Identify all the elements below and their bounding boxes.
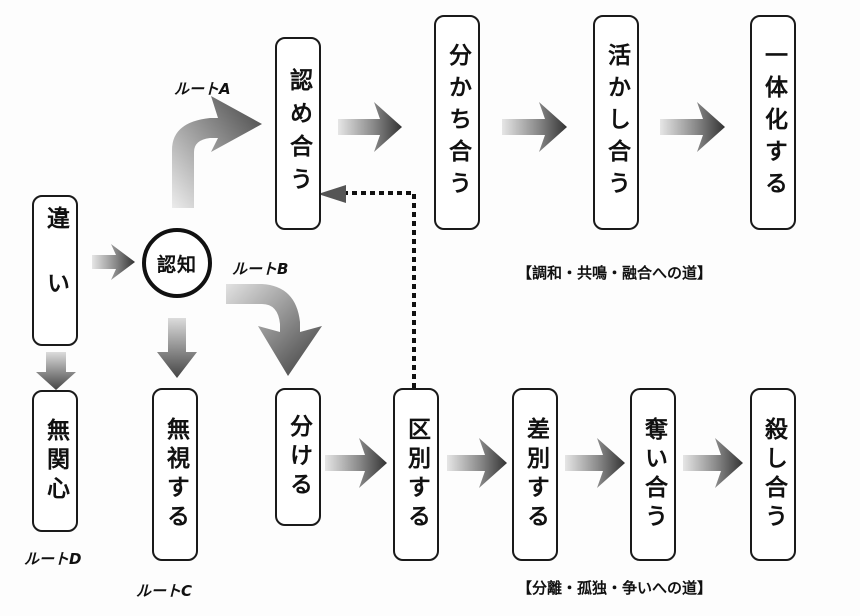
node-sabetsu: 差別する — [512, 388, 558, 561]
node-muzukan-label: 無関心 — [42, 417, 69, 505]
caption-lower-path: 【分離・孤独・争いへの道】 — [517, 579, 713, 597]
route-c-label: ルートC — [136, 582, 193, 600]
node-chigai: 違い — [32, 195, 78, 346]
arrow-wakachiau-to-ikashiau — [502, 102, 567, 152]
node-mitomeau-label: 認め合う — [285, 67, 312, 200]
node-kubetsu-label: 区別する — [403, 416, 430, 533]
node-ubaiau: 奪い合う — [630, 388, 676, 561]
node-muzukan: 無関心 — [32, 390, 78, 532]
node-mushi: 無視する — [152, 388, 198, 561]
arrow-wakeru-to-kubetsu — [325, 438, 387, 488]
arrow-chigai-to-ninchi — [92, 244, 135, 280]
route-a-label: ルートA — [174, 80, 231, 98]
node-ninchi: 認知 — [142, 228, 212, 298]
node-ikashiau: 活かし合う — [593, 15, 639, 230]
node-ikashiau-label: 活かし合う — [603, 42, 630, 203]
arrow-ninchi-to-mushi — [157, 318, 197, 378]
route-d-label: ルートD — [24, 550, 82, 568]
node-mushi-label: 無視する — [162, 416, 189, 533]
arrow-ubaiau-to-koroshiau — [683, 438, 743, 488]
dotted-feedback-line — [346, 191, 416, 388]
node-wakachiau: 分かち合う — [434, 15, 480, 230]
arrow-chigai-to-muzukan — [36, 352, 76, 390]
route-b-label: ルートB — [232, 260, 289, 278]
arrow-sabetsu-to-ubaiau — [565, 438, 625, 488]
node-sabetsu-label: 差別する — [522, 416, 549, 533]
node-ubaiau-label: 奪い合う — [640, 416, 667, 533]
node-wakeru-label: 分ける — [285, 413, 312, 501]
node-ninchi-label: 認知 — [156, 253, 197, 276]
arrow-ikashiau-to-ittaika — [660, 102, 725, 152]
node-kubetsu: 区別する — [393, 388, 439, 561]
node-chigai-label: 違い — [42, 205, 69, 336]
node-koroshiau: 殺し合う — [750, 388, 796, 561]
node-mitomeau: 認め合う — [275, 37, 321, 230]
feedback-arrowhead — [318, 185, 346, 203]
arrow-route-b — [226, 284, 322, 376]
arrow-route-a — [172, 96, 262, 208]
node-koroshiau-label: 殺し合う — [760, 416, 787, 533]
node-ittaika-label: 一体化する — [760, 42, 787, 203]
arrow-kubetsu-to-sabetsu — [447, 438, 507, 488]
caption-upper-path: 【調和・共鳴・融合への道】 — [517, 264, 713, 282]
node-wakeru: 分ける — [275, 388, 321, 526]
node-ittaika: 一体化する — [750, 15, 796, 230]
arrow-mitomeau-to-wakachiau — [338, 102, 402, 152]
node-wakachiau-label: 分かち合う — [444, 42, 471, 203]
